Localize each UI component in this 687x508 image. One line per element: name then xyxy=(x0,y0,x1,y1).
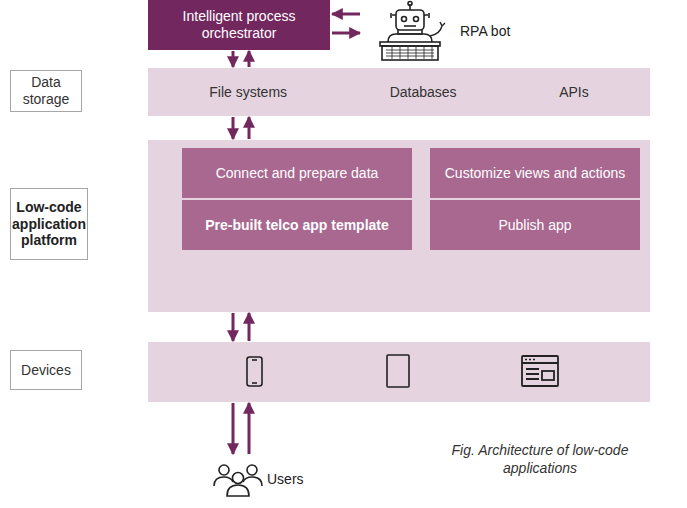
node-text: Customize views and actions xyxy=(445,165,626,182)
platform-step-box: Customize views and actions xyxy=(430,148,640,198)
browser-icon xyxy=(522,356,558,386)
node-text: APIs xyxy=(559,84,589,101)
users-icon xyxy=(214,465,262,496)
figure-caption: Fig. Architecture of low-code applicatio… xyxy=(425,442,655,477)
node-text: Connect and prepare data xyxy=(216,165,379,182)
node-text: Users xyxy=(267,471,304,488)
node-text: Pre-built telco app template xyxy=(205,217,389,234)
robot-icon xyxy=(380,2,445,61)
layer-label: Low-code application platform xyxy=(10,188,88,260)
orchestrator-box: Intelligent process orchestrator xyxy=(148,0,330,50)
node-text: Devices xyxy=(21,362,71,379)
node-text: File systems xyxy=(209,84,287,101)
layer-label: Data storage xyxy=(10,70,82,112)
connector-arrow xyxy=(232,403,235,454)
node-text: Publish app xyxy=(498,217,571,234)
connector-arrow xyxy=(232,51,235,67)
node-text: RPA bot xyxy=(460,23,510,40)
platform-step-box: Connect and prepare data xyxy=(182,148,412,198)
users: Users xyxy=(205,455,315,503)
connector-arrow xyxy=(248,117,251,139)
data-storage-band: File systems Databases APIs xyxy=(148,68,650,116)
node-text: Data storage xyxy=(15,74,77,108)
platform-step-box: Pre-built telco app template xyxy=(182,200,412,250)
connector-arrow xyxy=(232,117,235,139)
connector-arrow xyxy=(248,403,251,454)
platform-step-box: Publish app xyxy=(430,200,640,250)
phone-icon xyxy=(247,357,262,386)
connector-arrow xyxy=(332,13,360,16)
connector-arrow xyxy=(332,32,360,35)
connector-arrow xyxy=(248,51,251,67)
layer-label: Devices xyxy=(10,350,82,390)
platform-band: Connect and prepare dataPre-built telco … xyxy=(148,140,650,312)
node-text: Intelligent process orchestrator xyxy=(158,8,320,42)
rpa-bot: RPA bot xyxy=(362,0,542,62)
connector-arrow xyxy=(232,313,235,341)
devices-band xyxy=(148,342,650,402)
node-text: Databases xyxy=(390,84,457,101)
node-text: Low-code application platform xyxy=(12,199,86,249)
tablet-icon xyxy=(387,355,409,387)
connector-arrow xyxy=(248,313,251,341)
